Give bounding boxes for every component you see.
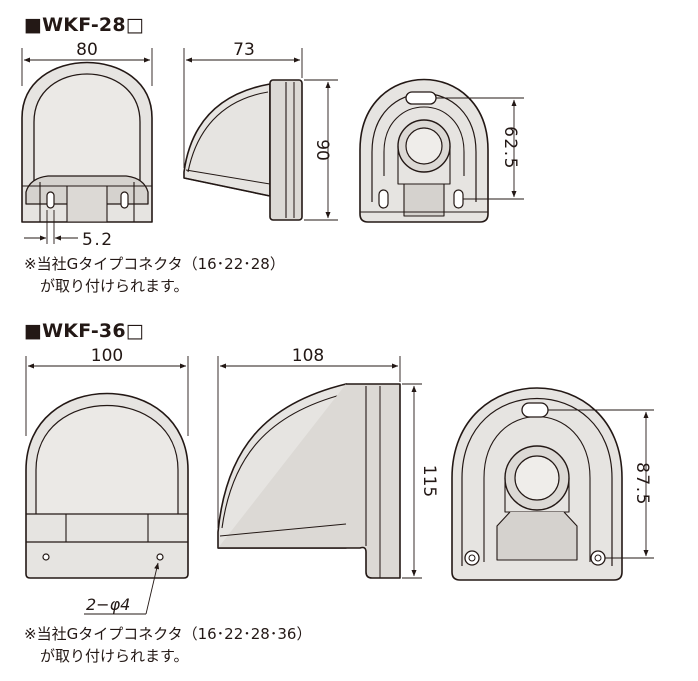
wkf28-width-label: 80 bbox=[76, 40, 98, 60]
note-wkf-36-line2: が取り付けられます。 bbox=[40, 647, 189, 665]
note-wkf-28-line2: が取り付けられます。 bbox=[40, 277, 189, 295]
wkf36-hole-label: 2−φ4 bbox=[86, 595, 130, 614]
wkf36-depth-label: 108 bbox=[292, 346, 324, 366]
wkf28-height-label: 90 bbox=[312, 139, 332, 161]
wkf36-side-view bbox=[217, 383, 401, 579]
model-title-wkf-28: ■WKF-28□ bbox=[24, 14, 144, 36]
wkf36-back-height-label: 87.5 bbox=[632, 462, 652, 506]
wkf28-back-view bbox=[359, 78, 489, 223]
wkf36-height-label: 115 bbox=[419, 465, 439, 497]
wkf28-back-height-label: 62.5 bbox=[500, 126, 520, 170]
wkf28-slot-label: 5.2 bbox=[82, 230, 114, 250]
note-wkf-28-line1: ※当社Gタイプコネクタ（16･22･28） bbox=[24, 255, 285, 273]
model-title-wkf-36: ■WKF-36□ bbox=[24, 320, 144, 342]
wkf28-front-view bbox=[21, 61, 153, 223]
wkf36-front-view bbox=[25, 392, 189, 579]
wkf28-depth-label: 73 bbox=[233, 40, 255, 60]
wkf36-back-view bbox=[451, 387, 623, 581]
note-wkf-36-line1: ※当社Gタイプコネクタ（16･22･28･36） bbox=[24, 625, 312, 643]
wkf28-side-view bbox=[183, 79, 303, 221]
wkf36-width-label: 100 bbox=[91, 346, 123, 366]
